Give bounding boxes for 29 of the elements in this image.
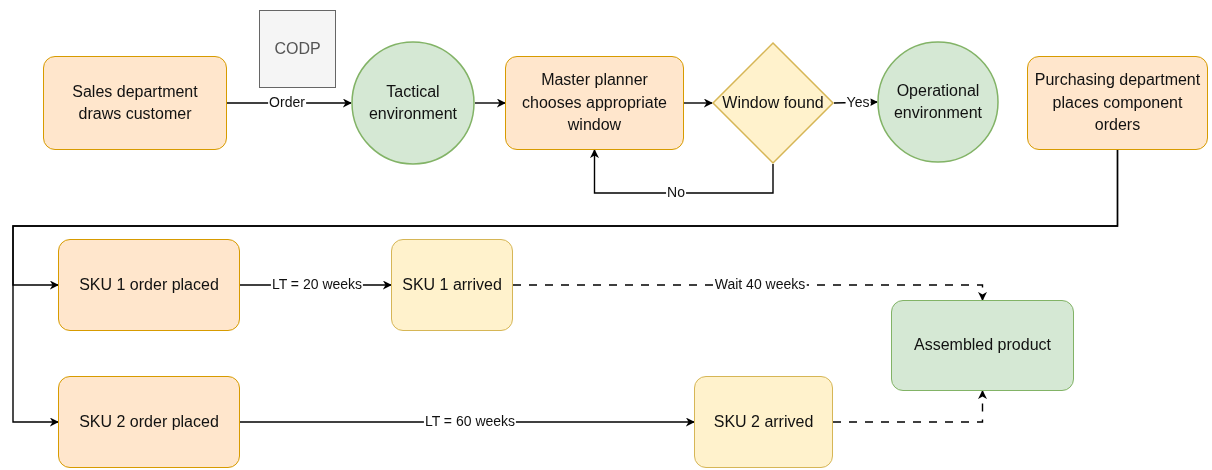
environment-circle	[877, 41, 999, 163]
process-box	[58, 239, 240, 331]
node-text: Window found	[721, 92, 825, 113]
node-text: Operational environment	[892, 80, 983, 123]
node-text: Sales department draws customer	[71, 81, 199, 124]
arrow	[474, 98, 506, 108]
environment-circle	[351, 41, 475, 165]
process-box	[891, 300, 1074, 391]
node-text: Master planner chooses appropriate window	[521, 70, 668, 136]
decision-diamond	[712, 42, 834, 164]
node-text: Assembled product	[913, 335, 1052, 356]
process-box	[694, 376, 833, 468]
node-text: SKU 2 order placed	[78, 411, 220, 432]
arrow	[832, 390, 987, 423]
node-text: SKU 1 arrived	[401, 274, 503, 295]
node-text: Purchasing department places component orders	[1033, 70, 1202, 136]
node-text: SKU 1 order placed	[78, 274, 220, 295]
arrow	[590, 149, 774, 194]
process-box	[505, 56, 684, 150]
arrow	[12, 149, 1119, 427]
node-text: CODP	[273, 38, 322, 59]
process-box	[1027, 56, 1208, 150]
process-box	[43, 56, 227, 150]
arrow	[683, 98, 713, 108]
node-text: SKU 2 arrived	[712, 411, 815, 432]
process-box	[391, 239, 513, 331]
node-text: Tactical environment	[367, 81, 458, 124]
label-box	[259, 10, 336, 88]
process-box	[58, 376, 240, 468]
